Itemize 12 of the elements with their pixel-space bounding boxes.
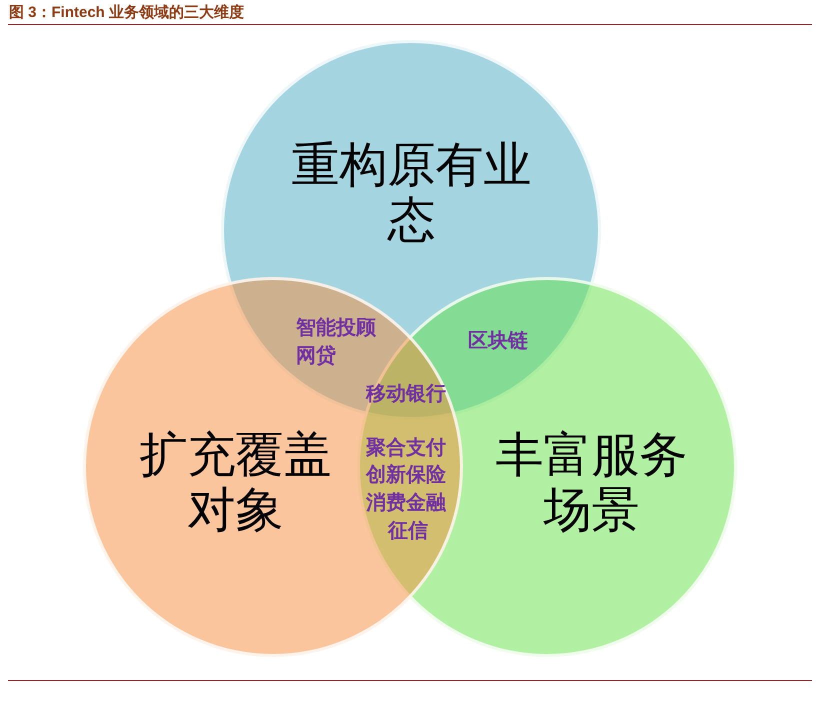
circle-title: 丰富服务场景 [494,428,688,538]
overlap-label: 征信 [388,517,428,544]
overlap-label: 区块链 [468,327,528,354]
overlap-label: 聚合支付 [366,434,446,461]
overlap-label: 消费金融 [366,489,446,516]
figure-title: 图 3：Fintech 业务领域的三大维度 [9,3,244,22]
overlap-label: 网贷 [296,342,336,369]
overlap-label: 创新保险 [366,461,446,488]
overlap-label: 移动银行 [366,380,446,407]
circle-title: 扩充覆盖对象 [138,428,332,538]
circle-title: 重构原有业态 [290,138,532,248]
overlap-label: 智能投顾 [296,314,376,341]
